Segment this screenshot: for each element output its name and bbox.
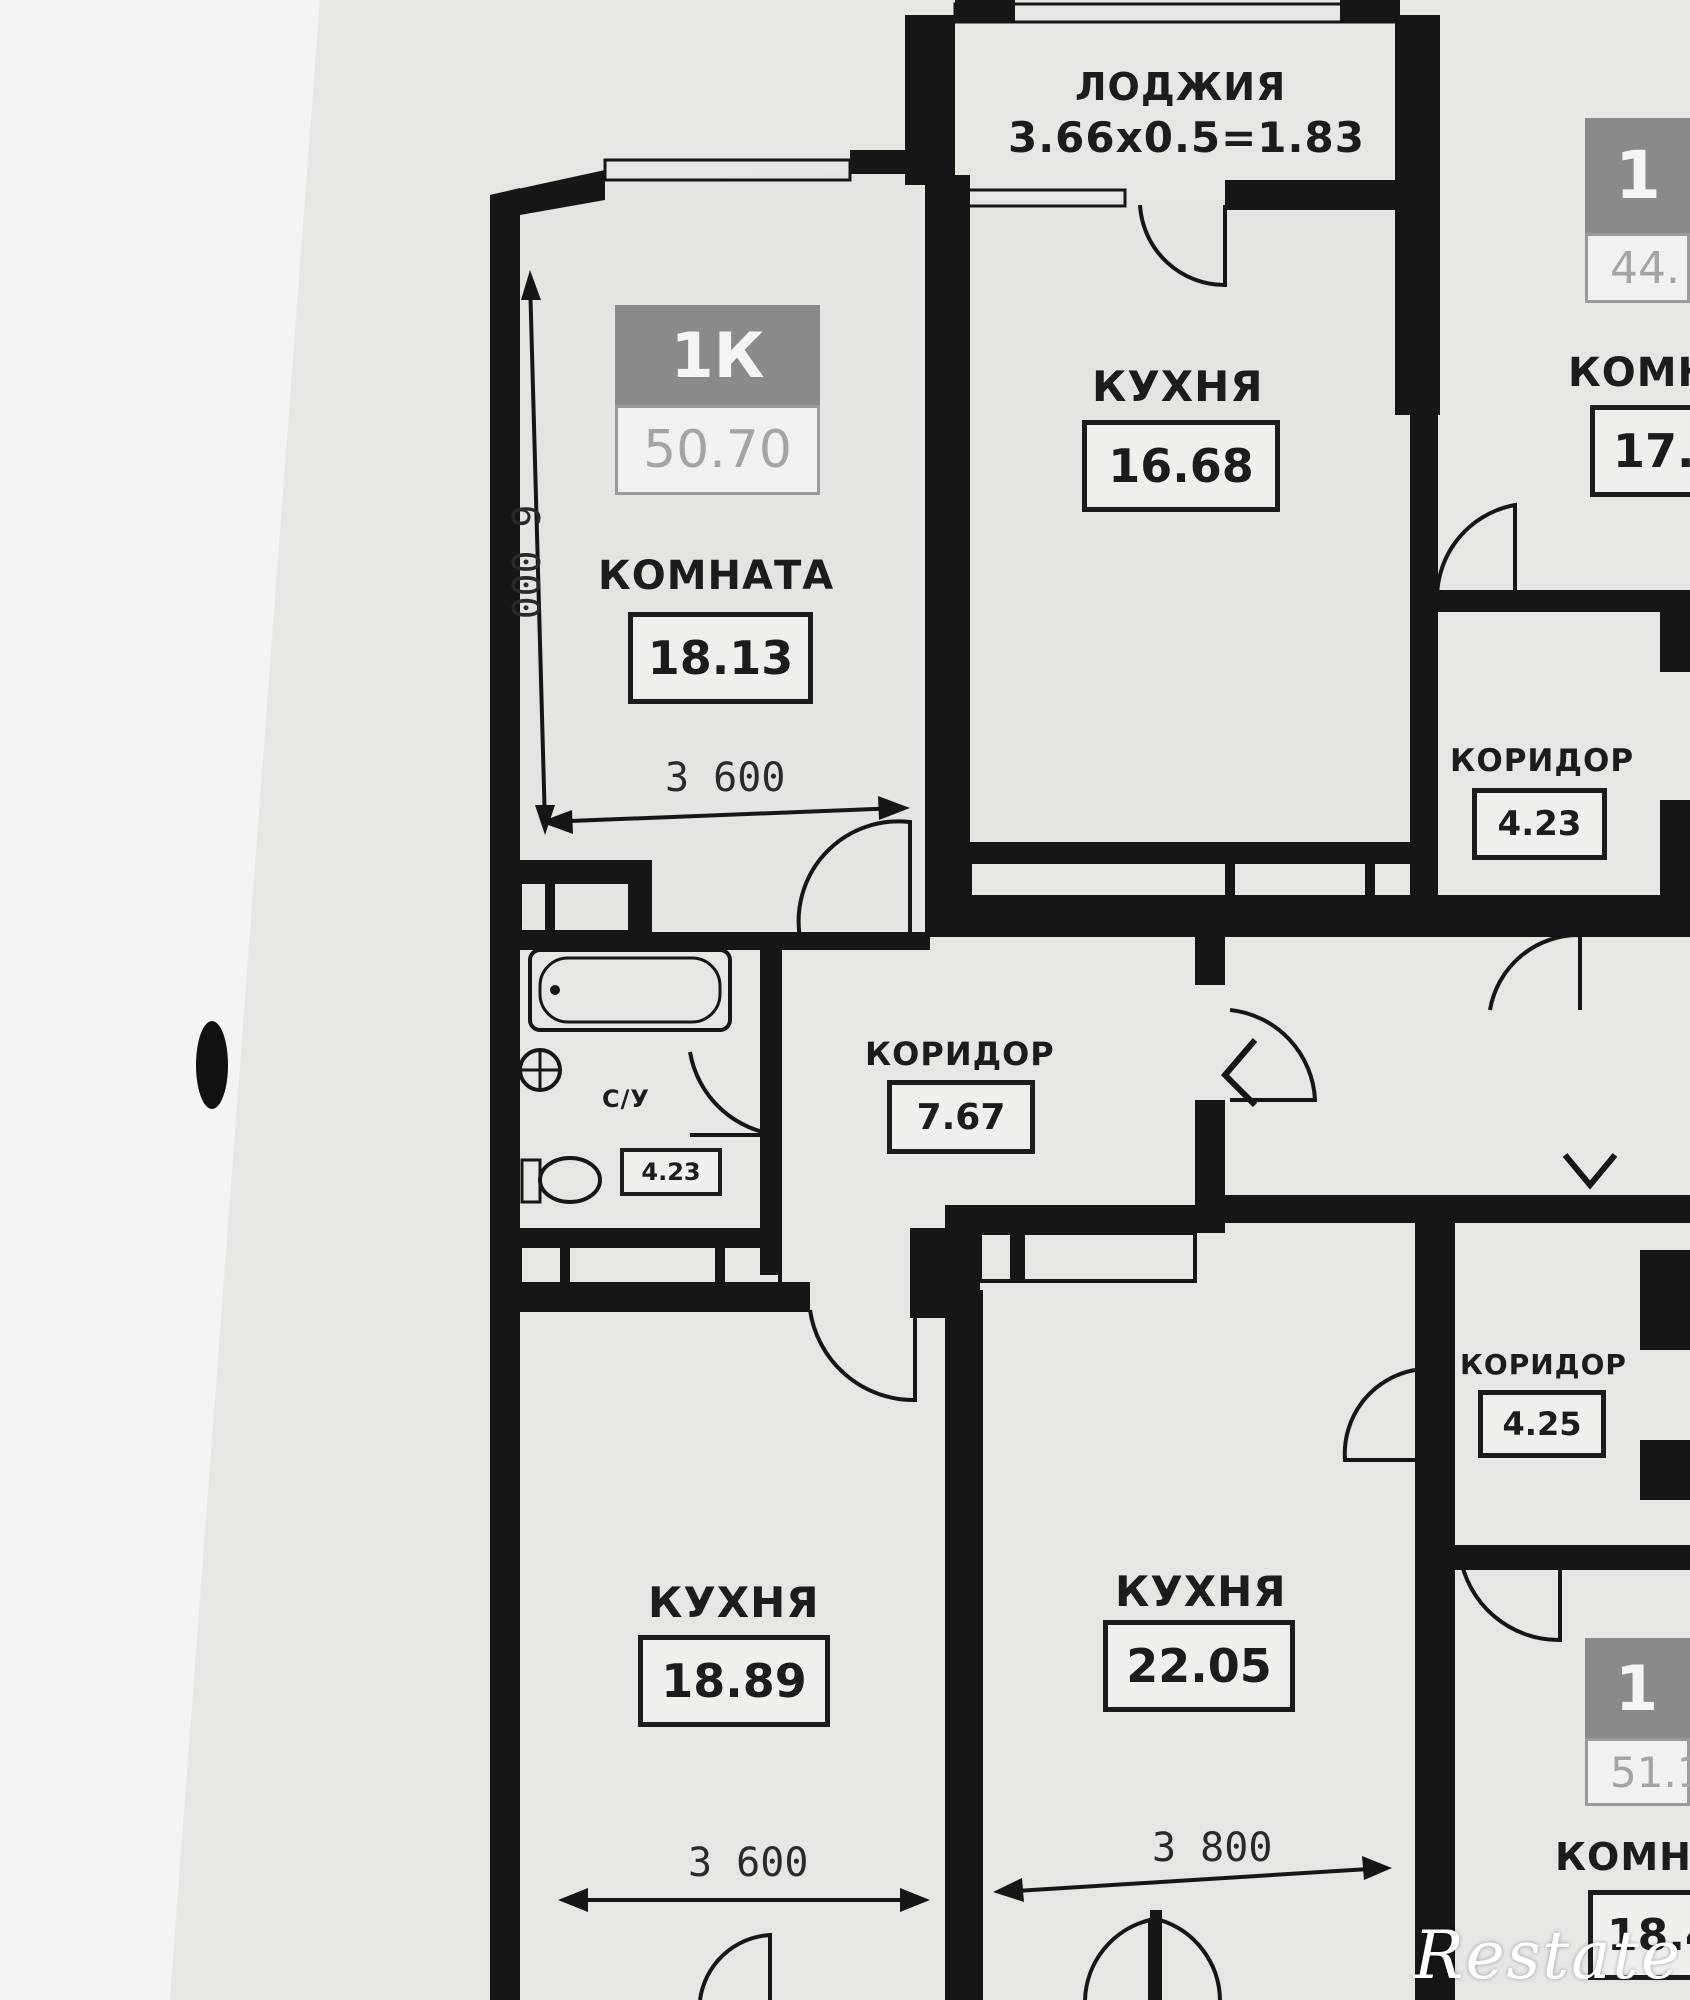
room-1-area: 18.13 [628,612,813,704]
room-1-label: КОМНАТА [598,553,835,599]
kitchen-1-label: КУХНЯ [1092,362,1264,411]
room-3-label: КОМНА [1555,1835,1690,1879]
dimension-vertical-6000: 6 000 [503,504,548,620]
corridor-2-area: 7.67 [887,1080,1035,1154]
dimension-kitchen-2-width: 3 600 [688,1840,809,1886]
loggia-label: ЛОДЖИЯ [1075,65,1287,109]
unit-2-area-badge: 44. [1585,233,1690,303]
unit-1-area-badge: 50.70 [615,405,820,495]
room-3-area: 18.4 [1588,1890,1690,1980]
unit-3-type-badge: 1 [1585,1638,1690,1738]
unit-2-type-badge: 1 [1585,118,1690,233]
kitchen-3-area: 22.05 [1103,1620,1295,1712]
corridor-3-area: 4.25 [1478,1390,1606,1458]
watermark-logo: Restate [1413,1917,1682,1994]
kitchen-3-label: КУХНЯ [1115,1567,1287,1616]
loggia-formula: 3.66х0.5=1.83 [1008,113,1365,162]
corridor-2-label: КОРИДОР [865,1035,1055,1073]
kitchen-2-area: 18.89 [638,1635,830,1727]
unit-3-area-badge: 51.1 [1585,1738,1690,1806]
room-2-label: КОМН [1568,350,1690,396]
corridor-1-area: 4.23 [1472,788,1607,860]
kitchen-1-area: 16.68 [1082,420,1280,512]
room-2-area: 17. [1590,405,1690,497]
bathroom-area: 4.23 [620,1148,722,1196]
bathroom-label: С/У [602,1085,650,1113]
unit-1-type-badge: 1К [615,305,820,405]
kitchen-2-label: КУХНЯ [648,1578,820,1627]
corridor-3-label: КОРИДОР [1460,1348,1627,1381]
dimension-kitchen-3-width: 3 800 [1152,1825,1273,1871]
corridor-1-label: КОРИДОР [1450,743,1635,779]
dimension-room-1-width: 3 600 [665,755,786,801]
